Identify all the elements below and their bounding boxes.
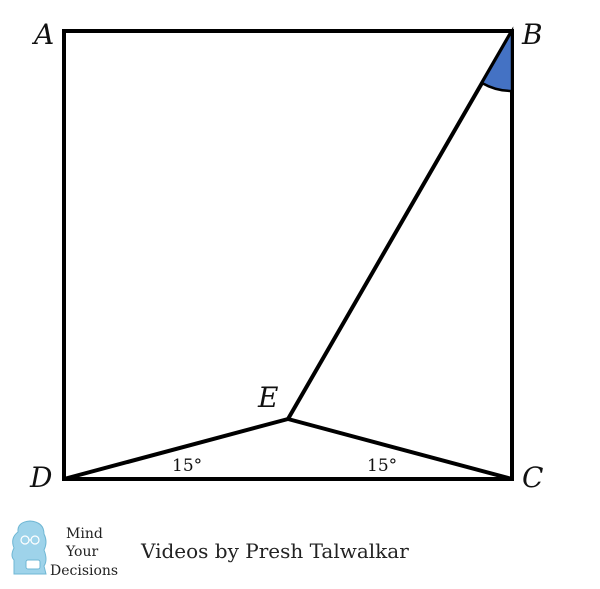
brand-line-your: Your (65, 544, 98, 560)
square-abcd (62, 29, 514, 481)
credit-text: Videos by Presh Talwalkar (140, 539, 409, 563)
angle-label-c: 15° (367, 456, 397, 476)
segment-de (63, 417, 289, 481)
vertex-label-c: C (522, 461, 543, 494)
brand-line-mind: Mind (66, 526, 103, 542)
vertex-label-a: A (31, 18, 54, 51)
segment-ce (287, 417, 513, 481)
segment-be (286, 30, 514, 420)
vertex-label-d: D (29, 461, 52, 494)
vertex-label-e: E (257, 381, 278, 414)
angle-label-d: 15° (172, 456, 202, 476)
brand-line-decisions: Decisions (50, 563, 118, 579)
marked-angle-b (480, 26, 514, 93)
vertex-label-b: B (521, 18, 543, 51)
mind-your-decisions-logo-icon (11, 520, 47, 575)
